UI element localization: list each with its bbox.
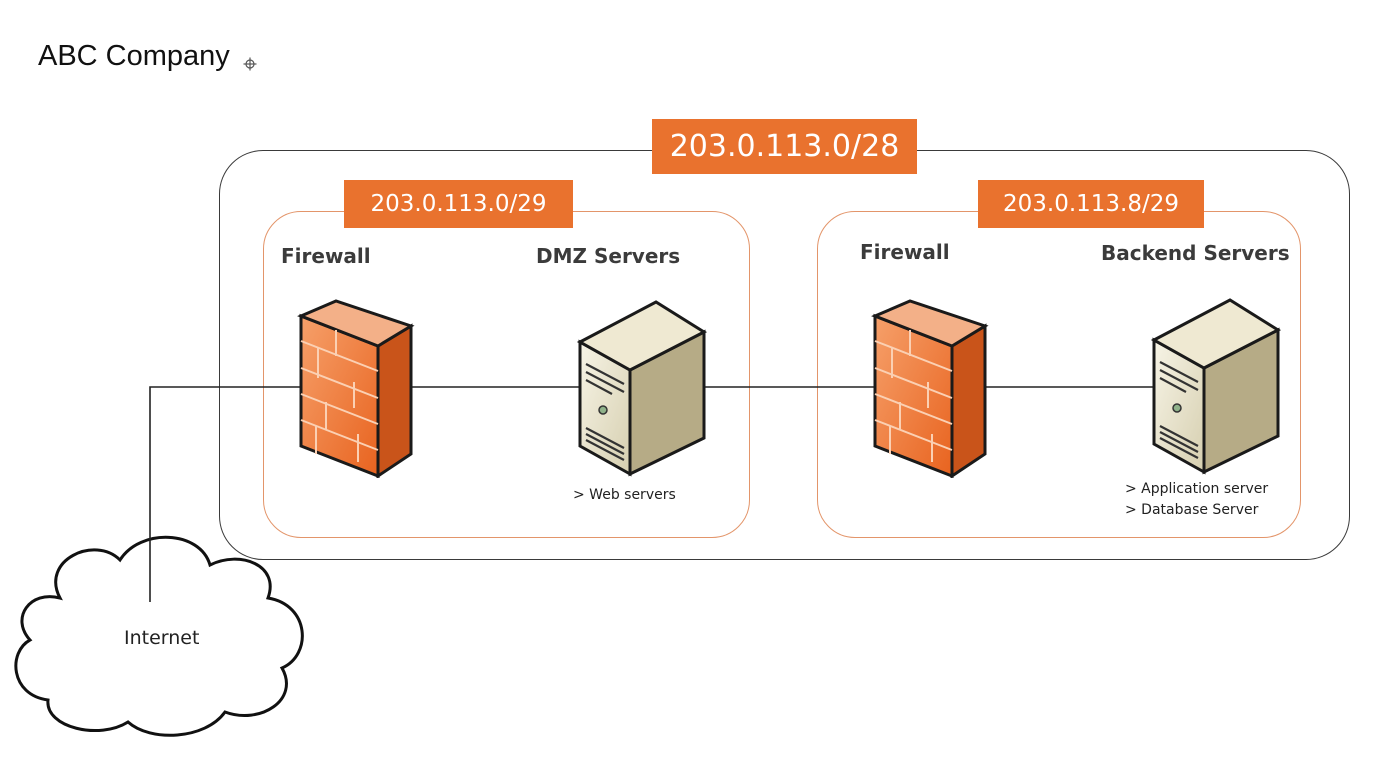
server-tower-icon <box>576 300 708 477</box>
server-tower-icon <box>1150 298 1282 475</box>
firewall-icon <box>297 299 415 478</box>
internet-label: Internet <box>124 627 200 649</box>
backend-firewall-label: Firewall <box>860 240 950 264</box>
page-title: ABC Company <box>38 40 230 72</box>
dmz-cidr-badge: 203.0.113.0/29 <box>344 180 573 228</box>
network-link <box>149 386 1215 602</box>
backend-server-note: > Application server <box>1125 481 1269 497</box>
backend-servers-label: Backend Servers <box>1101 241 1290 265</box>
network-cidr-badge: 203.0.113.0/28 <box>652 119 917 174</box>
dmz-servers-label: DMZ Servers <box>536 244 681 268</box>
cloud-icon <box>14 535 304 737</box>
dmz-server-note: > Web servers <box>573 487 676 503</box>
backend-server-note: > Database Server <box>1125 502 1259 518</box>
firewall-icon <box>871 299 989 478</box>
move-cursor-icon <box>243 57 257 71</box>
dmz-firewall-label: Firewall <box>281 244 371 268</box>
backend-cidr-badge: 203.0.113.8/29 <box>978 180 1204 228</box>
